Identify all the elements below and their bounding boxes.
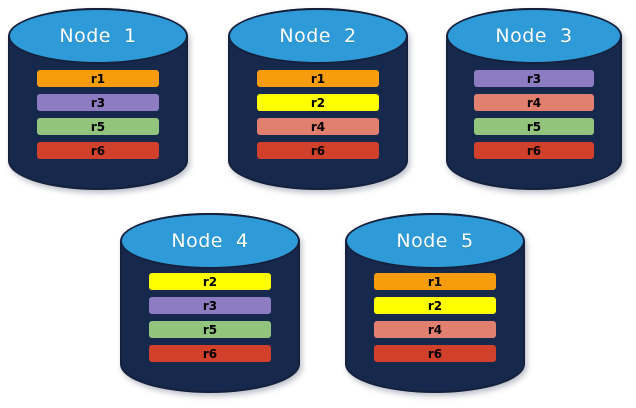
node-cylinder-3[interactable]: Node 3 r3 r4 r5 r6 [446, 8, 622, 190]
replica-list: r1 r3 r5 r6 [8, 70, 188, 159]
replica-list: r3 r4 r5 r6 [446, 70, 622, 159]
replica-bar[interactable]: r1 [36, 70, 160, 87]
replica-list: r1 r2 r4 r6 [345, 273, 525, 362]
node-cylinder-2[interactable]: Node 2 r1 r2 r4 r6 [228, 8, 408, 190]
cylinder-top-ellipse [446, 8, 622, 64]
cylinder-top-ellipse [8, 8, 188, 64]
node-cylinder-5[interactable]: Node 5 r1 r2 r4 r6 [345, 213, 525, 393]
node-title: Node 4 [171, 230, 249, 252]
replica-bar[interactable]: r4 [474, 94, 594, 111]
replica-bar[interactable]: r6 [36, 142, 160, 159]
cylinder-top-ellipse [345, 213, 525, 269]
replica-bar[interactable]: r2 [256, 94, 380, 111]
replica-bar[interactable]: r3 [148, 297, 272, 314]
replica-bar[interactable]: r3 [474, 70, 594, 87]
replica-bar[interactable]: r5 [474, 118, 594, 135]
replica-bar[interactable]: r2 [148, 273, 272, 290]
replica-bar[interactable]: r3 [36, 94, 160, 111]
replica-bar[interactable]: r1 [373, 273, 497, 290]
replica-list: r1 r2 r4 r6 [228, 70, 408, 159]
node-cylinder-1[interactable]: Node 1 r1 r3 r5 r6 [8, 8, 188, 190]
replica-bar[interactable]: r6 [373, 345, 497, 362]
cylinder-top-ellipse [120, 213, 300, 269]
node-title: Node 5 [396, 230, 474, 252]
node-title: Node 3 [495, 25, 573, 47]
node-title: Node 2 [279, 25, 357, 47]
replica-bar[interactable]: r2 [373, 297, 497, 314]
replica-bar[interactable]: r5 [148, 321, 272, 338]
replica-bar[interactable]: r6 [256, 142, 380, 159]
replica-bar[interactable]: r4 [256, 118, 380, 135]
cylinder-top-ellipse [228, 8, 408, 64]
replica-bar[interactable]: r4 [373, 321, 497, 338]
node-cylinder-4[interactable]: Node 4 r2 r3 r5 r6 [120, 213, 300, 393]
replica-bar[interactable]: r6 [148, 345, 272, 362]
replica-bar[interactable]: r5 [36, 118, 160, 135]
replica-bar[interactable]: r1 [256, 70, 380, 87]
node-title: Node 1 [59, 25, 137, 47]
replica-list: r2 r3 r5 r6 [120, 273, 300, 362]
replica-bar[interactable]: r6 [474, 142, 594, 159]
